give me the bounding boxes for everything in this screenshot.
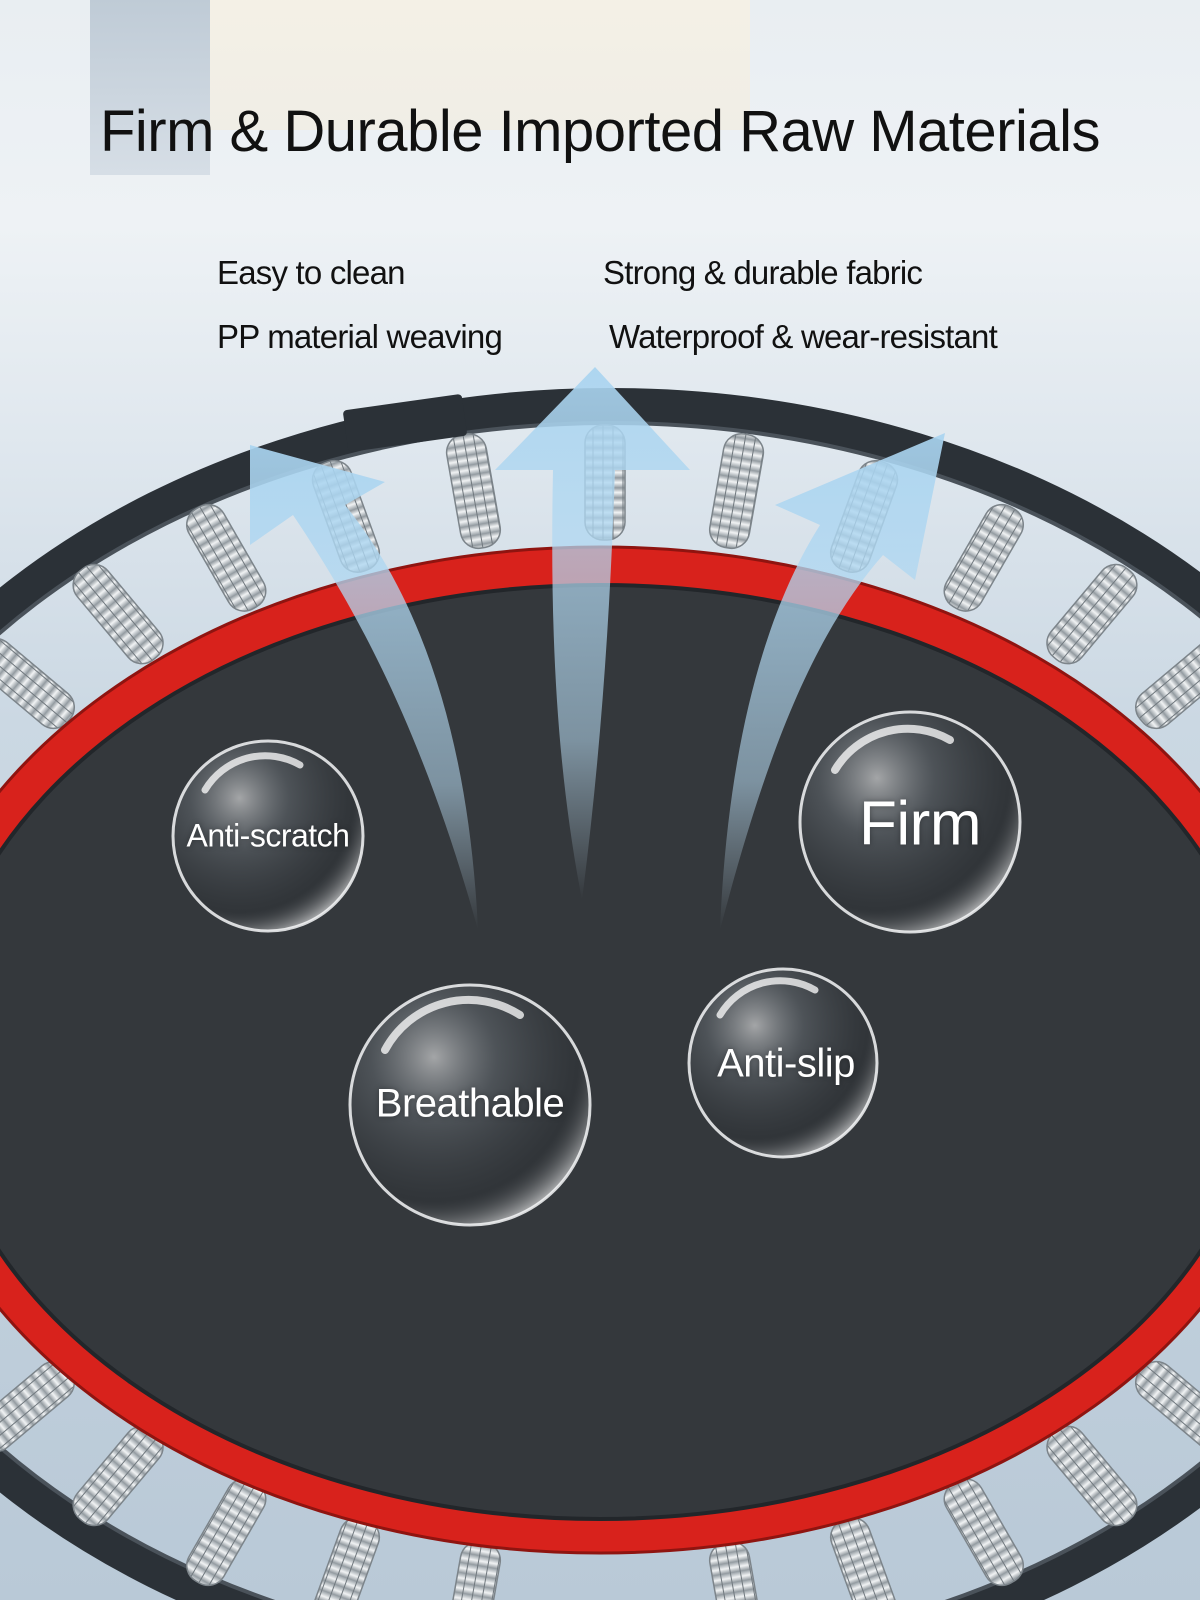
feature-pp-material-weaving: PP material weaving: [217, 318, 503, 355]
bubble-label-anti-slip: Anti-slip: [717, 1041, 855, 1086]
arrow-icons: [250, 367, 945, 930]
bubble-label-firm: Firm: [859, 789, 981, 859]
bubble-label-anti-scratch: Anti-scratch: [186, 817, 350, 854]
background-window-light: [210, 0, 750, 130]
arrow-left-icon: [250, 445, 478, 930]
spring: [1134, 637, 1200, 730]
spring: [708, 1540, 765, 1600]
spring: [708, 433, 765, 550]
bubble-firm-icon: [798, 710, 1022, 934]
arrow-center-icon: [495, 367, 690, 900]
bubbles: [171, 710, 1022, 1227]
spring: [943, 1478, 1024, 1587]
frame-bracket: [343, 394, 467, 452]
bubble-anti-slip-icon: [687, 967, 879, 1159]
background-wall: [90, 0, 210, 175]
feature-waterproof-wear-resistant: Waterproof & wear-resistant: [609, 318, 998, 355]
spring: [445, 433, 502, 550]
feature-strong-durable-fabric: Strong & durable fabric: [603, 254, 923, 291]
spring: [829, 1517, 899, 1600]
spring: [72, 563, 164, 665]
spring: [943, 503, 1024, 612]
bubble-anti-scratch-icon: [171, 739, 365, 933]
spring: [1046, 1425, 1138, 1527]
feature-easy-to-clean: Easy to clean: [217, 254, 406, 291]
spring: [0, 637, 76, 730]
bubble-breathable-icon: [348, 983, 592, 1227]
spring: [186, 503, 267, 612]
bubble-label-breathable: Breathable: [375, 1081, 565, 1126]
headline: Firm & Durable Imported Raw Materials: [99, 99, 1101, 164]
spring: [1046, 563, 1138, 665]
arrow-right-icon: [720, 433, 945, 930]
